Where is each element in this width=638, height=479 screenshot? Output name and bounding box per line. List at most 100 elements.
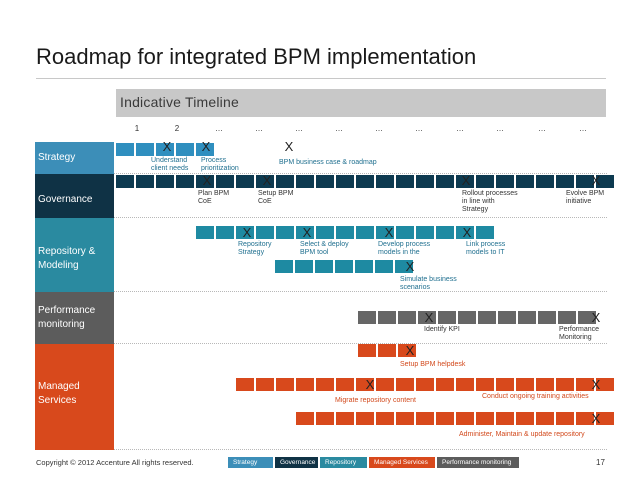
timeline-cell xyxy=(436,378,455,391)
band-governance: Governance xyxy=(35,174,114,218)
timeline-cell xyxy=(216,226,235,239)
milestone-marker: X xyxy=(591,411,601,426)
timeline-cell xyxy=(236,175,255,188)
timeline-cell xyxy=(116,175,135,188)
timeline-cell xyxy=(396,226,415,239)
band-label: Services xyxy=(38,395,77,406)
legend-performance: Performance monitoring xyxy=(437,457,519,468)
timeline-cell xyxy=(436,175,455,188)
timeline-cell xyxy=(336,378,355,391)
timeline-cell xyxy=(376,412,395,425)
timeline-cell xyxy=(356,378,375,391)
timeline-cell xyxy=(236,226,255,239)
band-label: Modeling xyxy=(38,260,79,271)
timeline-header xyxy=(116,89,606,117)
timeline-cell xyxy=(516,412,535,425)
timeline-cell xyxy=(578,311,597,324)
timeline-cell xyxy=(596,378,615,391)
band-strategy: Strategy xyxy=(35,142,114,174)
timeline-cell xyxy=(375,260,394,273)
timeline-cell xyxy=(416,378,435,391)
timeline-cell xyxy=(516,378,535,391)
timeline-cell xyxy=(356,226,375,239)
milestone-marker: X xyxy=(591,377,601,392)
timeline-cell xyxy=(256,378,275,391)
band-label: Strategy xyxy=(38,152,76,163)
timeline-cell xyxy=(296,378,315,391)
timeline-cell xyxy=(256,175,275,188)
timeline-cell xyxy=(116,143,135,156)
timeline-tick: … xyxy=(255,124,263,133)
timeline-cell xyxy=(576,175,595,188)
annotation-administer: Administer, Maintain & update repository xyxy=(459,431,585,438)
timeline-cell xyxy=(276,226,295,239)
milestone-marker: X xyxy=(424,310,434,325)
timeline-cell xyxy=(396,412,415,425)
timeline-cell xyxy=(296,226,315,239)
timeline-cell xyxy=(558,311,577,324)
timeline-cell xyxy=(556,412,575,425)
timeline-cell xyxy=(418,311,437,324)
timeline-cell xyxy=(356,175,375,188)
timeline-cell xyxy=(476,412,495,425)
timeline-cell xyxy=(196,226,215,239)
timeline-cell xyxy=(136,143,155,156)
timeline-cell xyxy=(236,378,255,391)
milestone-marker: X xyxy=(262,173,272,188)
timeline-tick: 1 xyxy=(134,124,140,133)
timeline-cell xyxy=(356,412,375,425)
band-performance: Performance monitoring xyxy=(35,292,114,344)
timeline-cell xyxy=(396,378,415,391)
timeline-cell xyxy=(296,412,315,425)
grid-line xyxy=(114,449,607,450)
timeline-tick: … xyxy=(295,124,303,133)
timeline-cell xyxy=(416,226,435,239)
timeline-cell xyxy=(576,378,595,391)
timeline-cell xyxy=(456,226,475,239)
timeline-cell xyxy=(536,378,555,391)
milestone-marker: X xyxy=(201,139,211,154)
timeline-cell xyxy=(335,260,354,273)
timeline-cell xyxy=(576,412,595,425)
timeline-cell xyxy=(458,311,477,324)
timeline-cell xyxy=(376,226,395,239)
band-repository: Repository & Modeling xyxy=(35,218,114,292)
timeline-cell xyxy=(596,175,615,188)
timeline-cell xyxy=(436,226,455,239)
timeline-cell xyxy=(136,175,155,188)
timeline-cell xyxy=(276,378,295,391)
timeline-cell xyxy=(516,175,535,188)
timeline-cell xyxy=(476,175,495,188)
timeline-cell xyxy=(196,175,215,188)
timeline-cell xyxy=(336,175,355,188)
milestone-marker: X xyxy=(384,225,394,240)
timeline-cell xyxy=(518,311,537,324)
timeline-tick: … xyxy=(579,124,587,133)
legend-managed: Managed Services xyxy=(369,457,435,468)
timeline-cell xyxy=(596,412,615,425)
timeline-cell xyxy=(156,143,175,156)
timeline-cell xyxy=(478,311,497,324)
timeline-cell xyxy=(156,175,175,188)
timeline-cell xyxy=(398,344,417,357)
legend-repository: Repository xyxy=(320,457,367,468)
annotation-migrate: Migrate repository content xyxy=(335,397,416,404)
timeline-cell xyxy=(476,378,495,391)
timeline-cell xyxy=(355,260,374,273)
timeline-cell xyxy=(295,260,314,273)
timeline-tick: … xyxy=(415,124,423,133)
slide-title: Roadmap for integrated BPM implementatio… xyxy=(36,44,477,69)
annotation-bpm-case: BPM business case & roadmap xyxy=(279,159,377,166)
timeline-cell xyxy=(538,311,557,324)
legend-governance: Governance xyxy=(275,457,318,468)
timeline-cell xyxy=(395,260,414,273)
